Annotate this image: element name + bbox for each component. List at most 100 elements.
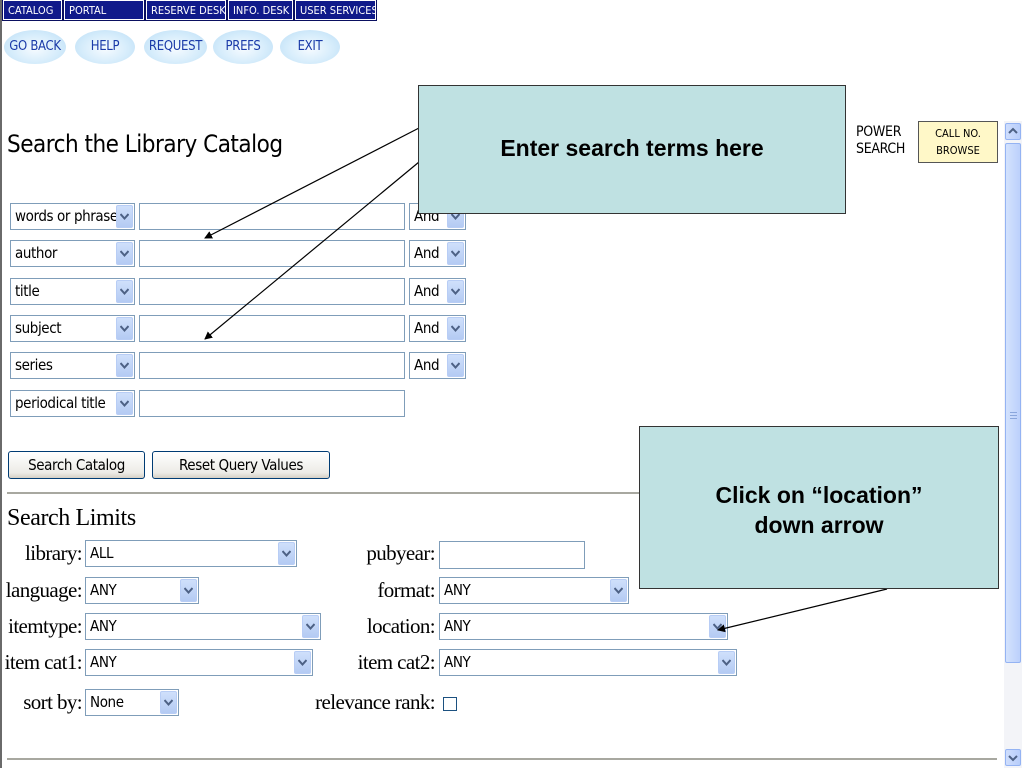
callout-location-line2: down arrow bbox=[754, 512, 884, 538]
field-select-value: series bbox=[15, 356, 53, 374]
operator-select-2[interactable]: And bbox=[409, 240, 466, 267]
sort-by-label: sort by: bbox=[23, 690, 82, 714]
operator-select-5[interactable]: And bbox=[409, 352, 466, 379]
field-select-title[interactable]: title bbox=[10, 278, 135, 305]
chevron-down-icon[interactable] bbox=[610, 579, 627, 602]
field-select-value: subject bbox=[15, 319, 62, 337]
item-cat1-value: ANY bbox=[90, 653, 117, 671]
chevron-down-icon[interactable] bbox=[302, 615, 319, 638]
section-divider bbox=[7, 492, 997, 494]
vertical-scrollbar[interactable] bbox=[1004, 121, 1022, 768]
chevron-down-icon bbox=[1008, 755, 1018, 762]
nav-tab-reserve-desk[interactable]: RESERVE DESK bbox=[145, 0, 227, 21]
item-cat1-select[interactable]: ANY bbox=[85, 649, 313, 676]
bottom-divider bbox=[7, 758, 997, 760]
item-cat1-label: item cat1: bbox=[4, 650, 83, 674]
library-select[interactable]: ALL bbox=[85, 540, 297, 567]
request-button[interactable]: REQUEST bbox=[144, 30, 207, 64]
chevron-down-icon[interactable] bbox=[116, 392, 133, 415]
help-button[interactable]: HELP bbox=[75, 30, 135, 64]
tab-power-search-line2: SEARCH bbox=[856, 141, 906, 157]
window-left-edge bbox=[0, 0, 2, 768]
search-term-input-2[interactable] bbox=[139, 240, 405, 267]
tab-power-search-line1: POWER bbox=[856, 124, 902, 140]
chevron-down-icon[interactable] bbox=[116, 317, 133, 340]
exit-button[interactable]: EXIT bbox=[280, 30, 340, 64]
library-value: ALL bbox=[90, 544, 114, 562]
field-select-words-or-phrase[interactable]: words or phrase bbox=[10, 203, 135, 230]
field-select-value: periodical title bbox=[15, 394, 106, 412]
relevance-rank-checkbox[interactable] bbox=[443, 697, 457, 711]
chevron-up-icon bbox=[1008, 127, 1018, 134]
grip-line bbox=[1010, 412, 1017, 413]
location-value: ANY bbox=[444, 617, 471, 635]
operator-value: And bbox=[414, 282, 440, 300]
field-select-author[interactable]: author bbox=[10, 240, 135, 267]
search-limits-title: Search Limits bbox=[7, 505, 136, 531]
field-select-series[interactable]: series bbox=[10, 352, 135, 379]
operator-select-3[interactable]: And bbox=[409, 278, 466, 305]
chevron-down-icon[interactable] bbox=[180, 579, 197, 602]
chevron-down-icon[interactable] bbox=[116, 242, 133, 265]
reset-query-button[interactable]: Reset Query Values bbox=[152, 451, 330, 479]
scroll-down-button[interactable] bbox=[1005, 749, 1021, 766]
chevron-down-icon[interactable] bbox=[447, 354, 464, 377]
chevron-down-icon[interactable] bbox=[447, 280, 464, 303]
chevron-down-icon[interactable] bbox=[116, 205, 133, 228]
grip-line bbox=[1010, 415, 1017, 416]
tab-call-no-line1: CALL NO. bbox=[935, 127, 981, 140]
format-value: ANY bbox=[444, 581, 471, 599]
itemtype-select[interactable]: ANY bbox=[85, 613, 321, 640]
arrow-to-search-field-4 bbox=[204, 161, 420, 340]
tab-power-search[interactable]: POWER SEARCH bbox=[848, 121, 918, 163]
scroll-up-button[interactable] bbox=[1005, 123, 1021, 140]
nav-tab-user-services[interactable]: USER SERVICES bbox=[294, 0, 377, 21]
format-label: format: bbox=[377, 578, 435, 602]
nav-tab-portal[interactable]: PORTAL bbox=[63, 0, 145, 21]
field-select-periodical-title[interactable]: periodical title bbox=[10, 390, 135, 417]
item-cat2-label: item cat2: bbox=[357, 650, 436, 674]
scroll-thumb[interactable] bbox=[1005, 143, 1021, 663]
field-select-value: author bbox=[15, 244, 58, 262]
operator-select-4[interactable]: And bbox=[409, 315, 466, 342]
location-select[interactable]: ANY bbox=[439, 613, 728, 640]
chevron-down-icon[interactable] bbox=[294, 651, 311, 674]
nav-tab-catalog[interactable]: CATALOG bbox=[2, 0, 63, 21]
callout-search-terms-text: Enter search terms here bbox=[500, 135, 764, 161]
callout-location: Click on “location” down arrow bbox=[639, 426, 999, 589]
search-catalog-button[interactable]: Search Catalog bbox=[8, 451, 145, 479]
field-select-subject[interactable]: subject bbox=[10, 315, 135, 342]
chevron-down-icon[interactable] bbox=[116, 280, 133, 303]
go-back-button[interactable]: GO BACK bbox=[4, 30, 66, 64]
pubyear-label: pubyear: bbox=[366, 541, 435, 565]
tab-call-no-line2: BROWSE bbox=[936, 144, 980, 157]
prefs-button[interactable]: PREFS bbox=[213, 30, 273, 64]
chevron-down-icon[interactable] bbox=[447, 317, 464, 340]
chevron-down-icon[interactable] bbox=[278, 542, 295, 565]
format-select[interactable]: ANY bbox=[439, 577, 629, 604]
operator-value: And bbox=[414, 356, 440, 374]
arrow-to-location-dropdown bbox=[717, 588, 888, 633]
chevron-down-icon[interactable] bbox=[718, 651, 735, 674]
chevron-down-icon[interactable] bbox=[160, 691, 177, 714]
operator-value: And bbox=[414, 244, 440, 262]
chevron-down-icon[interactable] bbox=[447, 242, 464, 265]
nav-tab-info-desk[interactable]: INFO. DESK bbox=[227, 0, 294, 21]
tab-call-no-browse[interactable]: CALL NO. BROWSE bbox=[918, 121, 998, 163]
callout-location-line1: Click on “location” bbox=[715, 482, 923, 508]
search-term-input-5[interactable] bbox=[139, 352, 405, 379]
item-cat2-select[interactable]: ANY bbox=[439, 649, 737, 676]
search-term-input-3[interactable] bbox=[139, 278, 405, 305]
sort-by-value: None bbox=[90, 693, 124, 711]
search-term-input-6[interactable] bbox=[139, 390, 405, 417]
search-term-input-4[interactable] bbox=[139, 315, 405, 342]
chevron-down-icon[interactable] bbox=[116, 354, 133, 377]
sort-by-select[interactable]: None bbox=[85, 689, 179, 716]
location-label: location: bbox=[366, 614, 436, 638]
language-select[interactable]: ANY bbox=[85, 577, 199, 604]
language-value: ANY bbox=[90, 581, 117, 599]
pubyear-input[interactable] bbox=[439, 541, 585, 569]
arrow-to-search-field-1 bbox=[204, 127, 420, 239]
callout-search-terms: Enter search terms here bbox=[418, 85, 846, 214]
field-select-value: words or phrase bbox=[15, 207, 118, 225]
